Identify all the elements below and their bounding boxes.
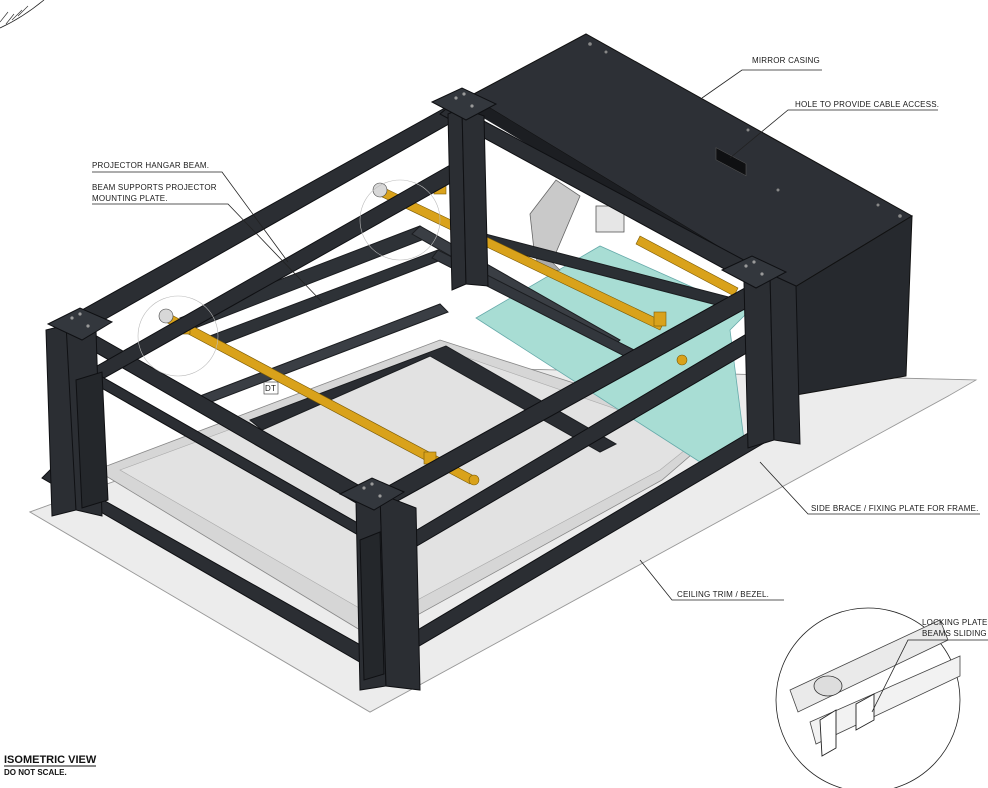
callout-cable-hole: HOLE TO PROVIDE CABLE ACCESS.	[795, 100, 939, 109]
frame	[41, 103, 801, 691]
part-mark-box	[263, 381, 279, 395]
callout-beam-supports-2: MOUNTING PLATE.	[92, 194, 168, 203]
callout-side-brace: SIDE BRACE / FIXING PLATE FOR FRAME.	[811, 504, 979, 513]
callout-mirror-casing: MIRROR CASING	[752, 56, 820, 65]
view-subtitle: DO NOT SCALE.	[4, 768, 67, 777]
leader-lines	[92, 69, 988, 713]
callout-hangar-beam: PROJECTOR HANGAR BEAM.	[92, 161, 209, 170]
part-mark: DT	[265, 384, 276, 393]
callout-ceiling-trim: CEILING TRIM / BEZEL.	[677, 590, 769, 599]
detail-circle	[775, 607, 961, 788]
callout-locking-1: LOCKING PLATE	[922, 618, 988, 627]
corner-plates	[46, 87, 788, 511]
detail-circle-fragment	[0, 0, 45, 29]
cable-access-hole	[715, 147, 747, 177]
view-title: ISOMETRIC VIEW	[4, 754, 97, 766]
callout-beam-supports-1: BEAM SUPPORTS PROJECTOR	[92, 183, 217, 192]
callout-locking-2: BEAMS SLIDING	[922, 629, 987, 638]
